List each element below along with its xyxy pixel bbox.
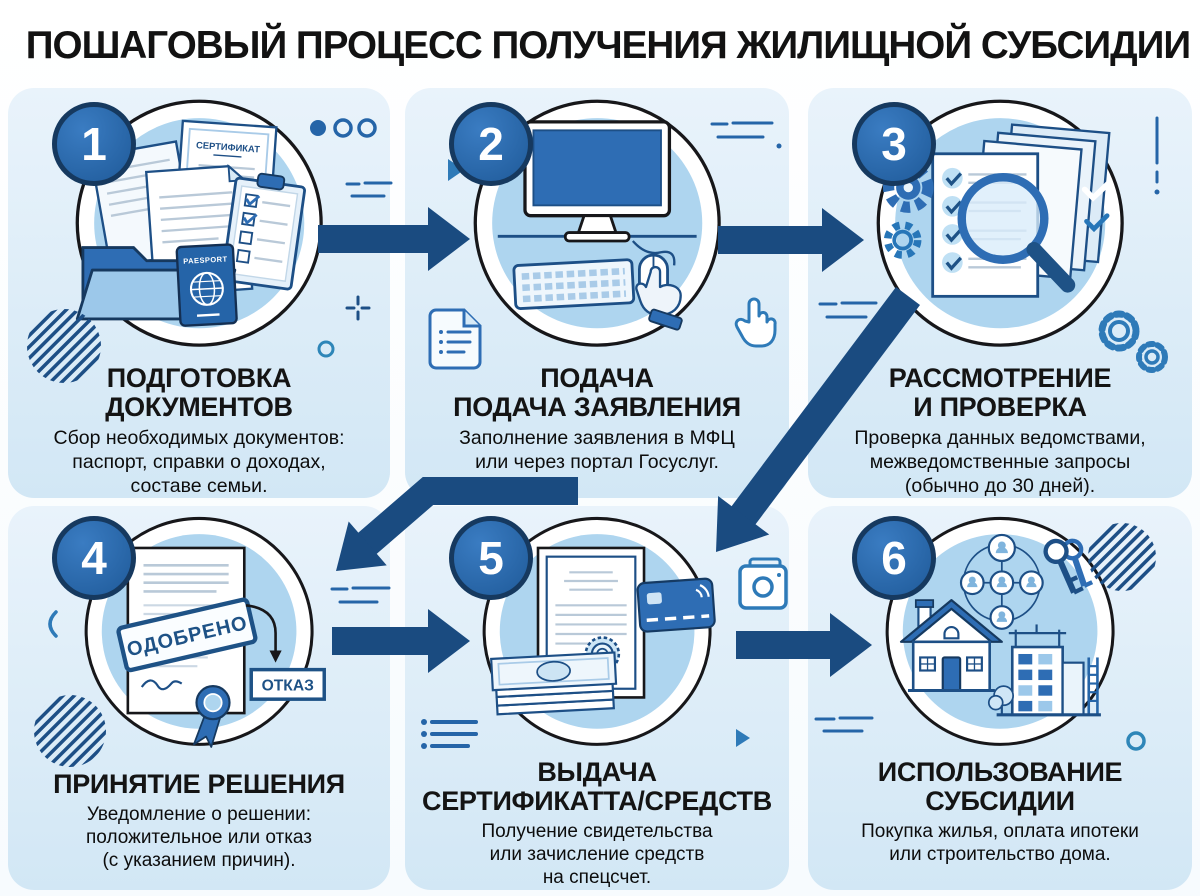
approved-stamp: ОДОБРЕНО [116, 597, 258, 673]
bank-card-icon [636, 577, 716, 633]
step-number: 5 [478, 532, 504, 584]
family-network-icon [959, 533, 1044, 630]
step-number: 4 [81, 532, 107, 584]
step-card-1: СЕРТИФИКАТ [8, 88, 390, 498]
decision-illustration: ОДОБРЕНО ОТКАЗ [84, 516, 326, 748]
blue-checkmark [1083, 213, 1110, 233]
clipboard-icon [220, 172, 306, 291]
certificate-label: СЕРТИФИКАТ [196, 140, 261, 154]
computer-illustration [473, 99, 721, 347]
step-description: Уведомление о решении:положительное или … [86, 804, 312, 871]
step-number: 6 [881, 532, 907, 584]
money-stack-icon [489, 651, 618, 716]
step-number: 1 [81, 118, 107, 170]
step-text: ПРИНЯТИЕ РЕШЕНИЯ Уведомление о решении:п… [18, 769, 380, 873]
reject-box: ОТКАЗ [249, 667, 326, 701]
step-number-badge: 3 [852, 102, 936, 186]
step-description: Сбор необходимых документов:паспорт, спр… [53, 427, 345, 497]
construction-building-icon [987, 624, 1101, 717]
white-checkmark [1081, 180, 1112, 202]
step-number-badge: 2 [449, 102, 533, 186]
passport-icon: PAESPORT [175, 243, 238, 327]
step-title: ПРИНЯТИЕ РЕШЕНИЯ [53, 769, 345, 799]
certificate-funds-illustration [482, 516, 716, 746]
step-number-badge: 6 [852, 516, 936, 600]
step-number-badge: 1 [52, 102, 136, 186]
review-illustration [876, 99, 1124, 347]
reject-label: ОТКАЗ [261, 677, 314, 694]
monitor-icon [523, 120, 671, 243]
page-title: ПОШАГОВЫЙ ПРОЦЕСС ПОЛУЧЕНИЯ ЖИЛИЩНОЙ СУБ… [25, 24, 1191, 67]
reject-arrow [245, 604, 282, 663]
passport-label: PAESPORT [183, 254, 228, 265]
step-card-4: ОДОБРЕНО ОТКАЗ 4 ПРИНЯТИЕ РЕШЕНИЯ Уведом… [8, 506, 390, 890]
magnifier-icon [957, 173, 1076, 293]
subsidy-use-illustration [885, 516, 1115, 746]
clicking-hand-icon [634, 265, 683, 331]
step-number: 3 [881, 118, 907, 170]
step-number: 2 [478, 118, 504, 170]
house-icon [899, 599, 1003, 693]
step-number-badge: 5 [449, 516, 533, 600]
mouse-cable [631, 240, 676, 266]
keyboard-icon [512, 258, 635, 310]
step-number-badge: 4 [52, 516, 136, 600]
step-description: Проверка данных ведомствами,межведомстве… [854, 427, 1146, 497]
seal-ribbon-icon [192, 685, 231, 748]
signature [140, 679, 183, 691]
